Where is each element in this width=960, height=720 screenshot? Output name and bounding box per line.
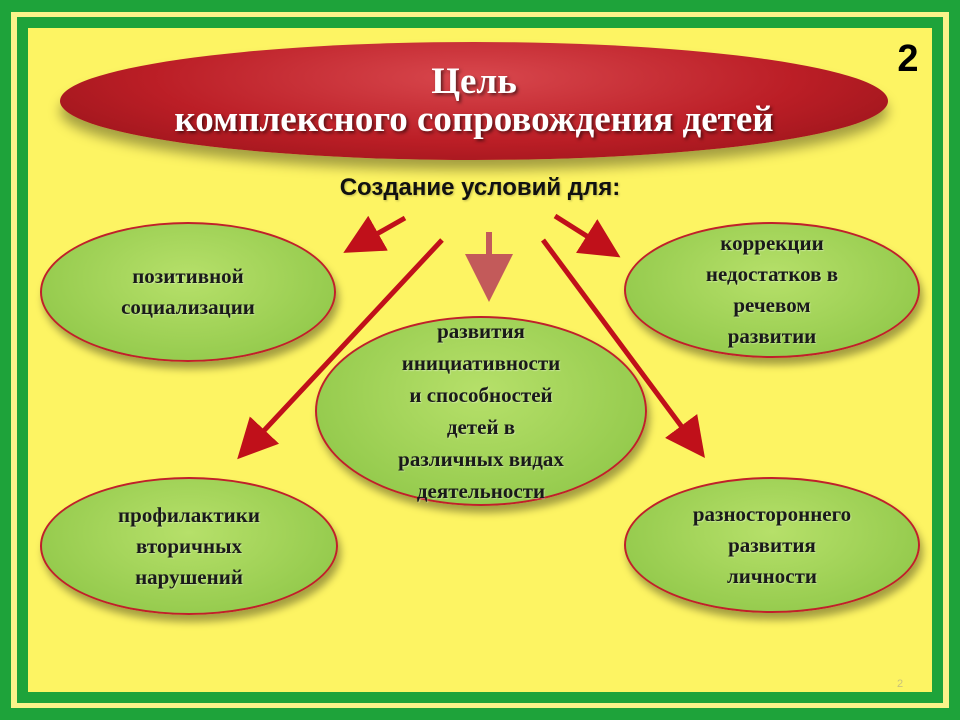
subtitle: Создание условий для:: [339, 174, 621, 201]
arrow-to-bottom-right: [540, 238, 705, 459]
arrow-to-bottom-left: [237, 238, 444, 460]
title-line-2: комплексного сопровождения детей: [174, 99, 774, 140]
node-personal-development: разностороннего развития личности: [624, 477, 920, 613]
node-positive-socialization: позитивной социализации: [40, 222, 336, 362]
title-line-1: Цель: [431, 61, 517, 102]
node-speech-correction: коррекции недостатков в речевом развитии: [624, 222, 920, 358]
slide-number-badge: 2: [897, 38, 919, 80]
title-oval: Цель комплексного сопровождения детей: [60, 42, 888, 160]
footer-page-number: 2: [896, 678, 904, 690]
node-secondary-prevention: профилактики вторичных нарушений: [40, 477, 338, 615]
arrow-to-top-left: [343, 215, 407, 253]
node-initiative-development: развития инициативности и способностей д…: [315, 316, 647, 506]
arrow-to-top-right: [553, 213, 621, 258]
